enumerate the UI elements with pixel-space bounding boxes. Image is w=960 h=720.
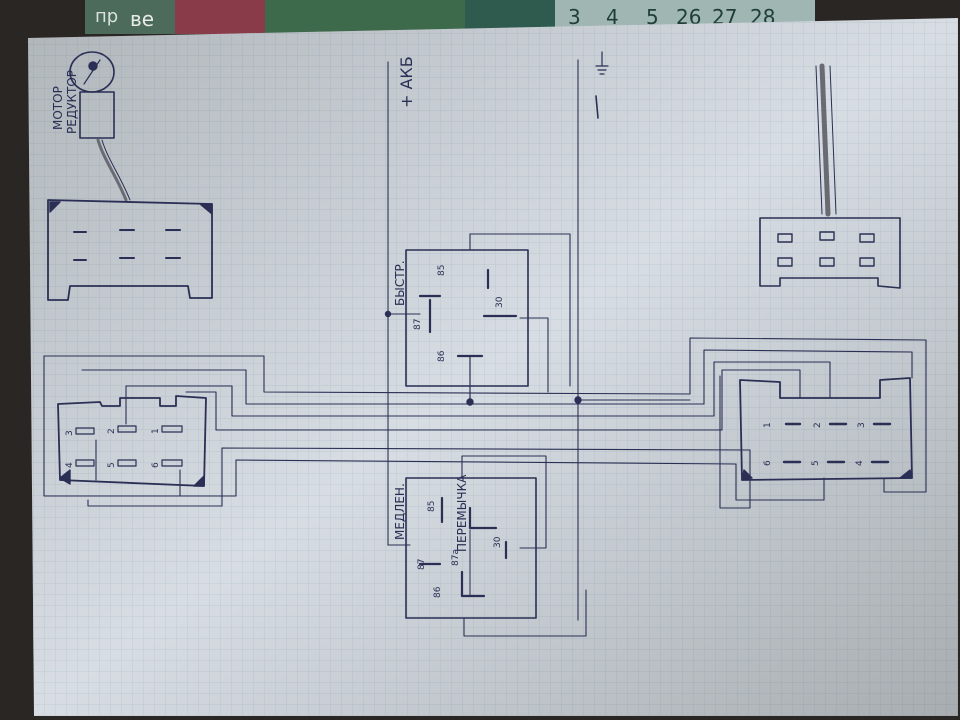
relay-slow-pin: 86 <box>433 586 443 598</box>
connector-right <box>739 377 913 481</box>
connector-right-pin: 3 <box>857 422 867 428</box>
calendar-number: 5 <box>646 5 659 29</box>
relay-slow-label: МЕДЛЕН. <box>393 483 407 540</box>
connector-right-pin: 2 <box>813 422 823 428</box>
relay-fast-pin: 87 <box>413 319 423 330</box>
motor-label: МОТОР <box>51 86 65 130</box>
connector-right-pin: 6 <box>763 460 773 466</box>
motor-reducer <box>69 51 131 202</box>
minus-mark <box>595 95 599 119</box>
ground-junction <box>574 396 582 404</box>
jumper-label: ПЕРЕМЫЧКА <box>455 474 469 552</box>
reducer-label: РЕДУКТОР <box>65 70 79 134</box>
calendar-number: 3 <box>568 5 581 29</box>
connector-left-pin: 2 <box>107 428 117 434</box>
connector-left-pin: 6 <box>151 462 161 468</box>
connector-right-pin: 1 <box>763 422 773 428</box>
relay-fast-pin: 85 <box>437 265 447 276</box>
relay-fast-label: БЫСТР. <box>393 260 407 306</box>
left-harness-wires <box>43 355 751 507</box>
connector-left-pin: 4 <box>65 462 75 468</box>
calendar-number: 4 <box>606 5 619 29</box>
calendar-fragment-2: ве <box>130 7 154 31</box>
paper-sheet <box>28 18 958 716</box>
relay-fast-pin: 30 <box>495 296 505 308</box>
battery-plus-label: + АКБ <box>397 56 416 108</box>
relay-slow-pin: 85 <box>427 501 437 512</box>
calendar-fragment-1: пр <box>95 6 118 27</box>
relay-fast-pin: 86 <box>437 350 447 362</box>
relay-slow-pin: 87 <box>417 559 427 570</box>
connector-left-pin: 5 <box>107 462 117 468</box>
relay-fast <box>384 233 571 406</box>
calendar-strip: пр ве 3 4 5 26 27 28 <box>85 0 815 34</box>
relay-slow-pin: 30 <box>493 536 503 548</box>
relay-slow <box>387 455 587 637</box>
connector-left-pin: 1 <box>151 428 161 434</box>
relay-slow-pin: 87а <box>451 549 461 566</box>
connector-left <box>57 395 207 487</box>
right-plug <box>759 63 901 289</box>
connector-right-pin: 4 <box>855 460 865 466</box>
right-harness-wires <box>577 337 927 509</box>
connector-left-pin: 3 <box>65 430 75 436</box>
connector-right-pin: 5 <box>811 460 821 466</box>
ground-icon <box>595 51 609 75</box>
motor-plug <box>47 199 213 301</box>
